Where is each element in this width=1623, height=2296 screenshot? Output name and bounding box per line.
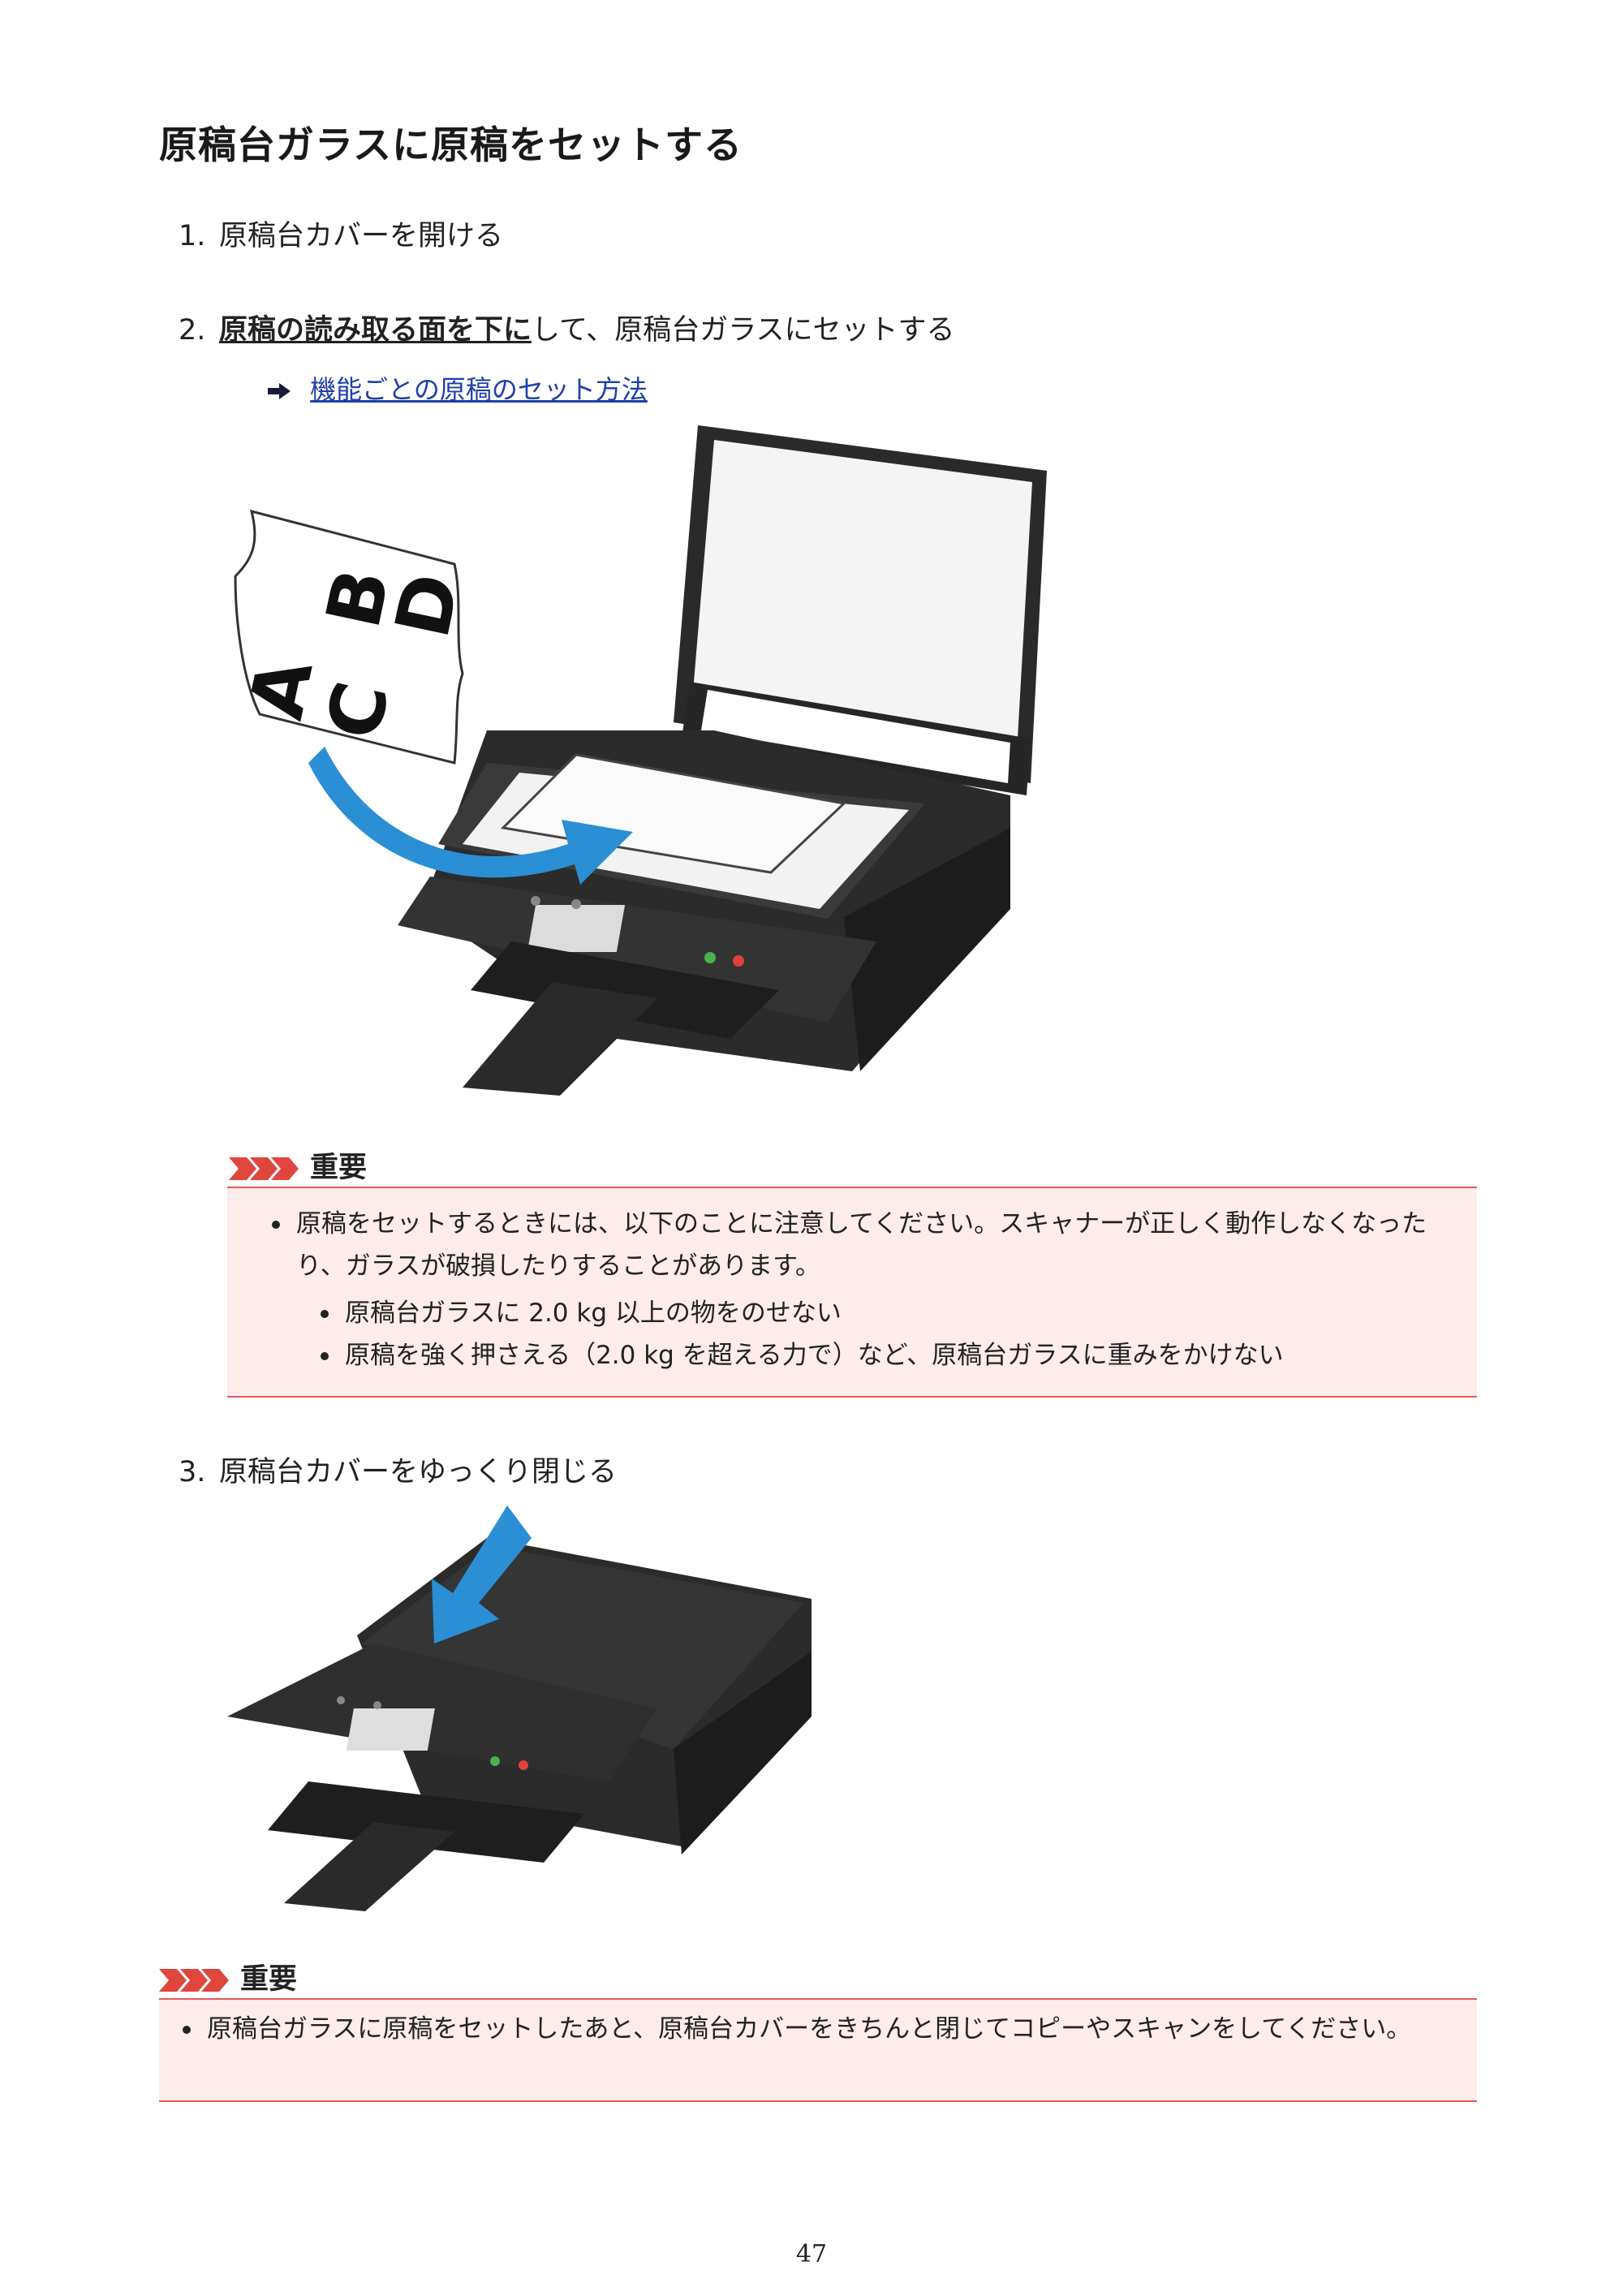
step-number: 1. (179, 220, 206, 252)
important-label: 重要 (310, 1152, 368, 1184)
page-number: 47 (795, 2240, 828, 2268)
set-method-link[interactable]: 機能ごとの原稿のセット方法 (310, 374, 648, 405)
bullet-text: 原稿台ガラスに原稿をセットしたあと、原稿台カバーをきちんと閉じてコピーやスキャン… (207, 2014, 1412, 2044)
link-row: 機能ごとの原稿のセット方法 (268, 369, 648, 407)
step-text: 原稿台カバーを開ける (219, 220, 504, 252)
printer-closed-illustration (227, 1538, 812, 1911)
step-text: 原稿台カバーをゆっくり閉じる (219, 1456, 618, 1488)
bullet-dot (183, 2026, 191, 2034)
important-sub-bullet: 原稿台ガラスに 2.0 kg 以上の物をのせない (321, 1292, 1457, 1334)
bullet-dot (321, 1352, 329, 1360)
step-number: 2. (179, 314, 206, 347)
step-1: 1. 原稿台カバーを開ける (179, 213, 503, 254)
step-3: 3. 原稿台カバーをゆっくり閉じる (179, 1449, 617, 1490)
scanner-lid-illustration (674, 425, 1047, 795)
step-text: して、原稿台ガラスにセットする (532, 314, 955, 347)
important-label: 重要 (240, 1963, 298, 1996)
important-chevrons-icon (229, 1157, 299, 1180)
placement-arrow-icon (308, 747, 633, 885)
arrow-right-icon (268, 383, 291, 399)
important-box-1 (227, 1187, 1477, 1398)
important-sub-bullet: 原稿を強く押さえる（2.0 kg を超える力で）など、原稿台ガラスに重みをかけな… (321, 1334, 1457, 1376)
important-heading-2: 重要 (159, 1956, 297, 1997)
important-bullet: 原稿をセットするときには、以下のことに注意してください。スキャナーが正しく動作し… (272, 1203, 1465, 1287)
step-number: 3. (179, 1456, 206, 1488)
important-chevrons-icon (159, 1969, 229, 1992)
important-heading-1: 重要 (229, 1144, 367, 1186)
bullet-text: 原稿台ガラスに 2.0 kg 以上の物をのせない (345, 1299, 842, 1328)
step-2: 2. 原稿の読み取る面を下にして、原稿台ガラスにセットする (179, 307, 955, 348)
document-on-glass (500, 753, 847, 874)
figure-open-scanner: A B C D (233, 425, 1047, 1096)
important-bullet: 原稿台ガラスに原稿をセットしたあと、原稿台カバーをきちんと閉じてコピーやスキャン… (183, 2008, 1473, 2050)
bullet-dot (321, 1310, 329, 1318)
close-arrow-icon (432, 1506, 532, 1643)
bullet-text: 原稿をセットするときには、以下のことに注意してください。スキャナーが正しく動作し… (296, 1209, 1427, 1281)
bullet-text: 原稿を強く押さえる（2.0 kg を超える力で）など、原稿台ガラスに重みをかけな… (345, 1341, 1284, 1370)
step-bold-text: 原稿の読み取る面を下に (219, 314, 532, 347)
figure-closed-scanner (227, 1506, 812, 1911)
page-title: 原稿台ガラスに原稿をセットする (159, 123, 743, 168)
paper-document-illustration: A B C D (233, 509, 476, 765)
important-box-2 (159, 1998, 1477, 2102)
bullet-dot (272, 1221, 280, 1229)
